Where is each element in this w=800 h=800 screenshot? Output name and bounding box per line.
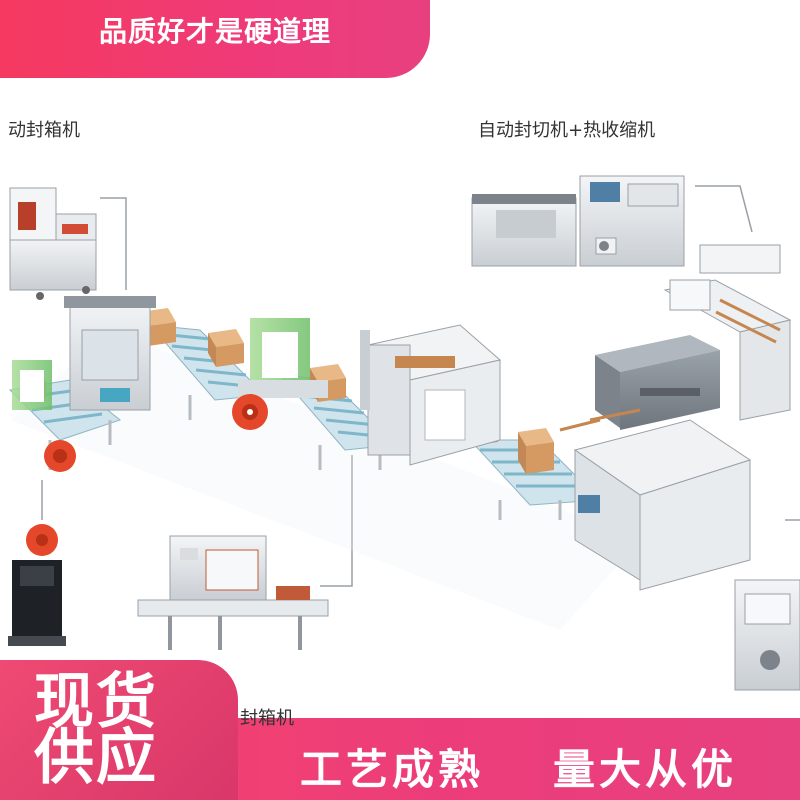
shrink-packaging-machine	[471, 175, 685, 267]
badge-line-in-stock: 现货	[34, 667, 158, 737]
banner-title: 品质好才是硬道理	[98, 15, 331, 48]
top-banner: 品质好才是硬道理	[0, 0, 430, 78]
case-sealer-standalone	[9, 187, 97, 300]
slogan-mature-process: 工艺成熟	[300, 745, 485, 794]
strap-reel	[44, 440, 76, 472]
slogan-bulk-discount: 量大从优	[553, 745, 738, 794]
stock-badge	[0, 660, 238, 800]
badge-line-supply: 供应	[34, 723, 158, 793]
carton	[208, 329, 244, 367]
carton	[518, 428, 554, 474]
strap-reel	[26, 524, 58, 556]
strap-reel	[232, 394, 268, 430]
case-packer	[360, 324, 502, 466]
label-case-sealer: 动封箱机	[8, 120, 80, 141]
packing-machine-bottom-right	[734, 579, 800, 691]
sleeve-wrapper	[663, 244, 792, 421]
callout-lines	[41, 185, 800, 587]
strapping-machine-black	[8, 560, 66, 646]
shrink-tunnel	[595, 335, 720, 430]
case-sealer-inline	[64, 296, 156, 411]
strapping-machine-left	[12, 360, 52, 410]
case-sealer-bottom	[137, 535, 329, 650]
label-sealer-shrink: 自动封切机+热收缩机	[478, 120, 656, 141]
strapping-machine	[238, 318, 328, 398]
robotic-case-loader	[559, 408, 752, 591]
label-bottom-sealer: 封箱机	[240, 708, 294, 729]
